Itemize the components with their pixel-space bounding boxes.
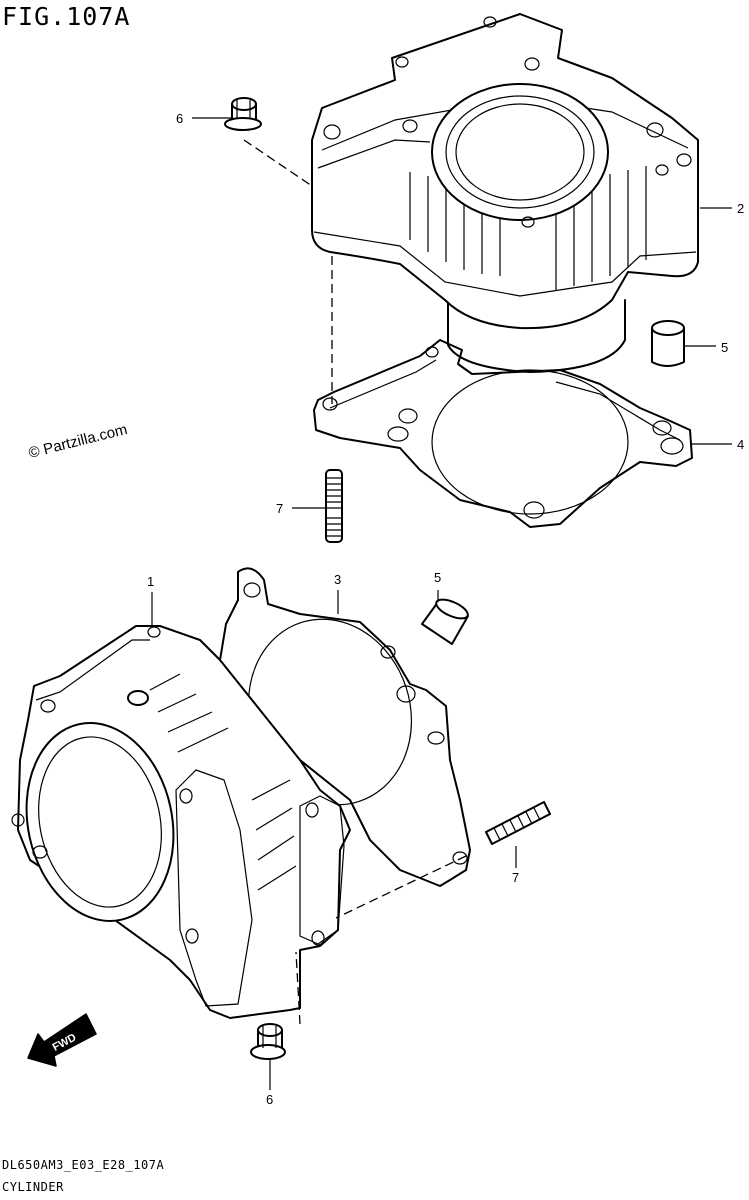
figure-title: FIG.107A (2, 2, 131, 31)
top-flange-nut-part (224, 97, 262, 131)
top-base-gasket-part (313, 339, 693, 528)
callout-1: 1 (147, 574, 154, 589)
diagram-name: CYLINDER (2, 1180, 64, 1194)
fwd-arrow-icon: FWD (27, 1013, 97, 1067)
callout-7-top: 7 (276, 501, 283, 516)
bottom-cylinder-part (11, 625, 351, 1019)
bottom-flange-nut-part (250, 1023, 286, 1060)
bottom-dowel-pin-part (421, 598, 469, 645)
top-stud-part (325, 469, 343, 543)
bottom-stud-part (485, 801, 551, 845)
callout-5-top: 5 (721, 340, 728, 355)
callout-6-bottom: 6 (266, 1092, 273, 1107)
top-dowel-pin-part (651, 320, 685, 367)
callout-7-bottom: 7 (512, 870, 519, 885)
callout-4: 4 (737, 437, 744, 452)
top-cylinder-part (311, 13, 699, 373)
callout-5-bottom: 5 (434, 570, 441, 585)
exploded-parts-diagram: 6 2 5 4 7 1 3 5 7 6 © Partzilla.com FWD (11, 13, 744, 1107)
callout-6-top: 6 (176, 111, 183, 126)
callout-3: 3 (334, 572, 341, 587)
callout-2: 2 (737, 201, 744, 216)
diagram-code: DL650AM3_E03_E28_107A (2, 1158, 165, 1172)
watermark-text: © Partzilla.com (27, 421, 129, 462)
